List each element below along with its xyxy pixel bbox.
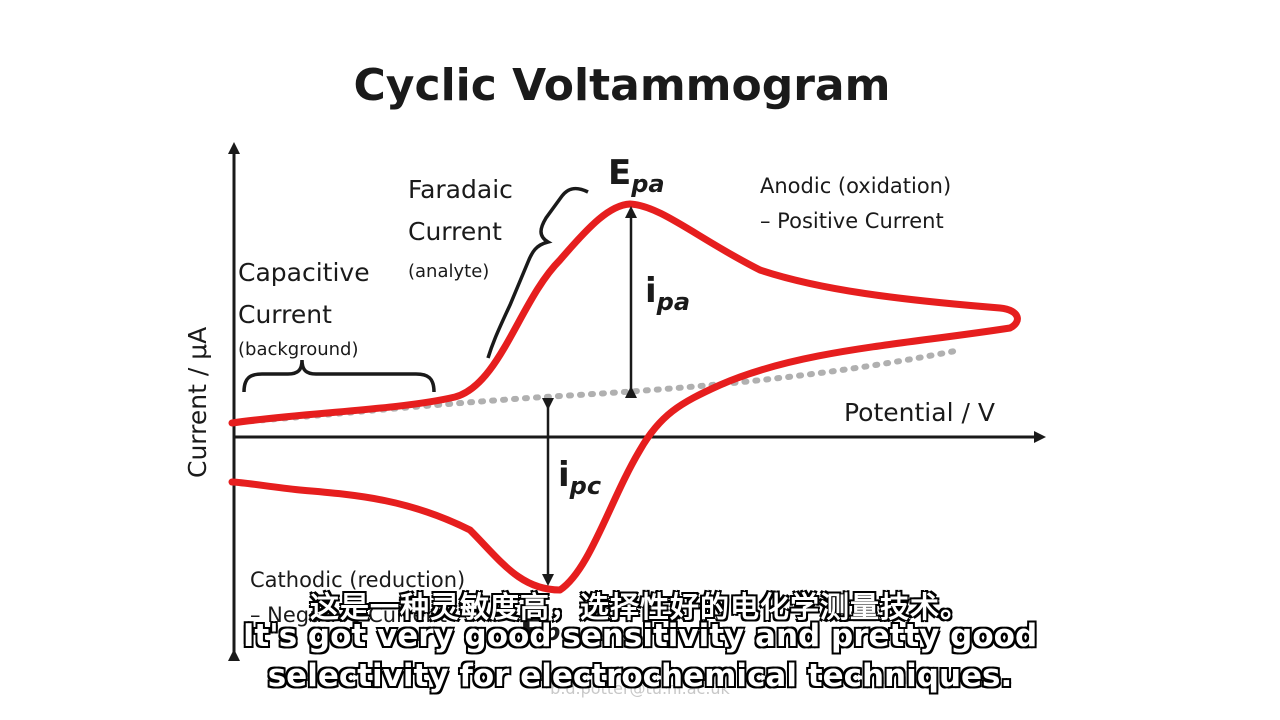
ipa-sub: pa: [656, 288, 690, 316]
epa-main: E: [608, 153, 631, 193]
ipa-main: i: [645, 271, 657, 311]
faradaic-note: (analyte): [408, 261, 489, 282]
capacitive-baseline: [237, 347, 963, 425]
capacitive-label-line2: Current: [238, 300, 332, 329]
x-axis-label: Potential / V: [844, 398, 995, 427]
capacitive-label-line1: Capacitive: [238, 258, 370, 287]
epc-label: Epc: [520, 601, 575, 646]
faradaic-brace: [486, 186, 589, 359]
capacitive-note: (background): [238, 339, 359, 360]
epc-sub: pc: [542, 618, 574, 646]
ipc-sub: pc: [569, 472, 601, 500]
ipa-label: ipa: [645, 271, 690, 316]
cathodic-label-line2: – Negative Current: [250, 603, 447, 627]
ipc-label: ipc: [558, 455, 601, 500]
subtitle-english-line2: selectivity for electrochemical techniqu…: [267, 657, 1014, 695]
anodic-label-line2: – Positive Current: [760, 209, 944, 233]
cv-curve: [228, 200, 1021, 594]
faradaic-label-line2: Current: [408, 217, 502, 246]
anodic-label-line1: Anodic (oxidation): [760, 174, 951, 198]
diagram-title: Cyclic Voltammogram: [354, 60, 891, 111]
faradaic-label-line1: Faradaic: [408, 175, 513, 204]
epa-label: Epa: [608, 153, 665, 198]
epa-sub: pa: [630, 170, 664, 198]
y-axis-label: Current / μA: [183, 327, 212, 478]
cathodic-label-line1: Cathodic (reduction): [250, 568, 465, 592]
subtitle-chinese: 这是一种灵敏度高，选择性好的电化学测量技术。: [309, 589, 970, 625]
epc-main: E: [520, 601, 543, 641]
watermark: b.d.potter@tu.nl.ac.uk: [550, 679, 730, 698]
capacitive-brace: [242, 359, 436, 393]
subtitle-english-line1: It's got very good sensitivity and prett…: [242, 617, 1038, 655]
ipc-main: i: [558, 455, 570, 495]
